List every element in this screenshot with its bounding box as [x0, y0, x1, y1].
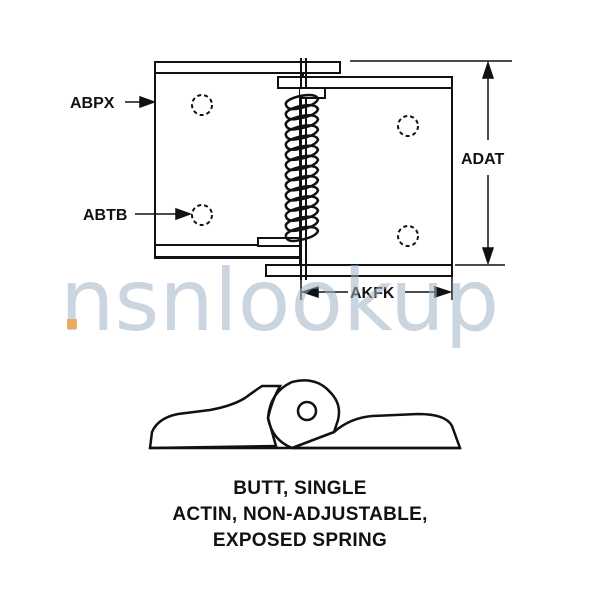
side-right-leaf — [291, 412, 462, 450]
akfk-dimension — [300, 276, 453, 300]
spring-coil — [284, 225, 320, 243]
label-abtb: ABTB — [83, 207, 127, 224]
spring-coils — [284, 93, 320, 243]
right-leaf-bottom-flange — [265, 264, 453, 277]
right-leaf-top-flange — [277, 76, 453, 89]
label-adat: ADAT — [461, 151, 504, 168]
adat-dimension — [350, 60, 512, 266]
left-leaf-top-flange — [154, 61, 341, 74]
watermark-text: nsnlookup — [60, 251, 499, 351]
side-pin-hole — [296, 400, 318, 422]
left-top-hole — [191, 94, 213, 116]
caption-line-3: EXPOSED SPRING — [212, 530, 388, 551]
abtb-leader — [135, 207, 193, 221]
watermark-accent-dot — [67, 319, 77, 329]
hinge-side-view — [148, 379, 462, 450]
left-leaf — [154, 71, 304, 259]
hinge-top-view — [154, 58, 453, 280]
caption-line-1: BUTT, SINGLE — [233, 478, 367, 499]
left-bottom-hole — [191, 204, 213, 226]
right-bottom-hole — [397, 225, 419, 247]
abpx-leader — [125, 95, 157, 109]
side-left-leaf — [148, 384, 283, 450]
right-top-hole — [397, 115, 419, 137]
label-abpx: ABPX — [70, 95, 115, 112]
label-akfk: AKFK — [350, 285, 395, 302]
right-leaf — [299, 87, 453, 266]
caption-line-2: ACTIN, NON-ADJUSTABLE, — [172, 504, 428, 525]
side-knuckle — [266, 379, 341, 450]
